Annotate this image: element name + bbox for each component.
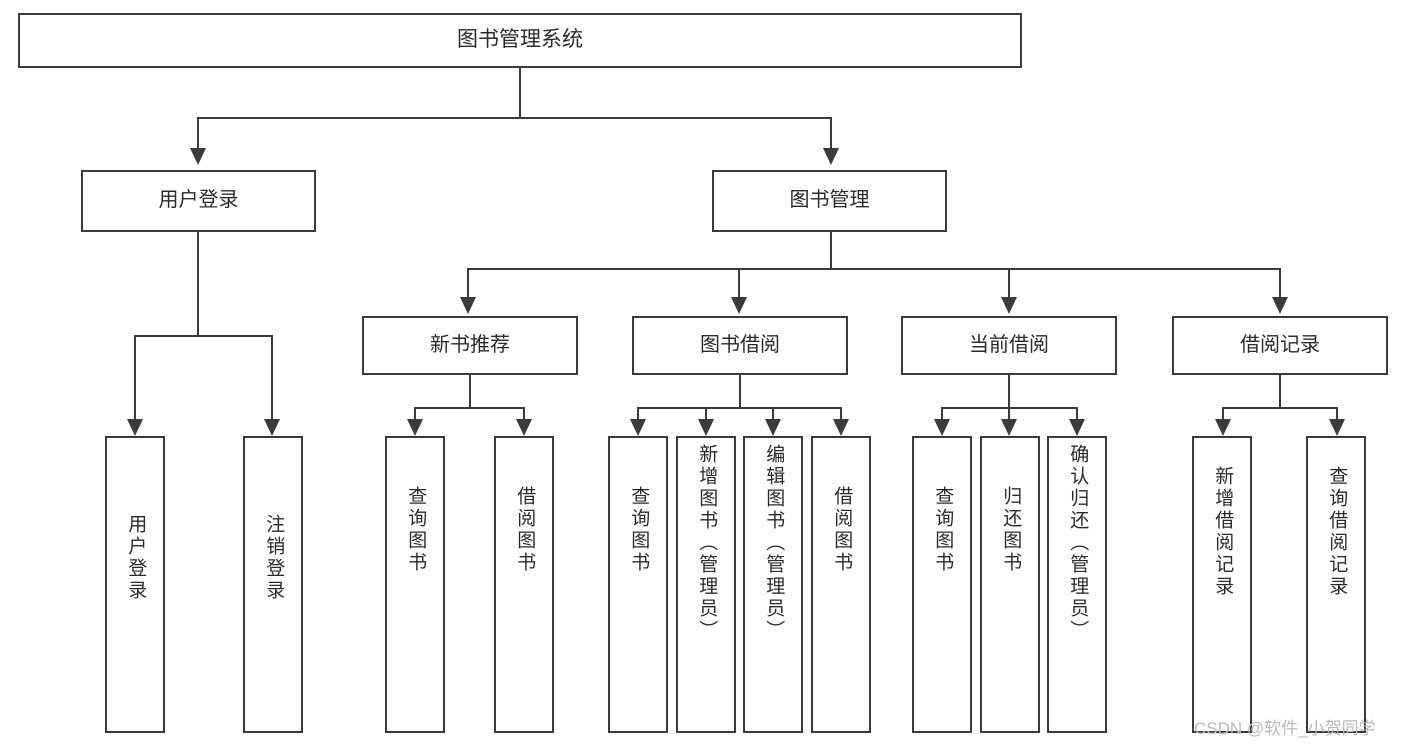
node-label: 归还图书 [1000,486,1022,574]
connector-user-login-bus [134,335,272,337]
connector-book-borrow-stem [739,375,741,408]
node-leaf-confirm-return[interactable]: 确认归还（管理员） [1047,436,1107,733]
connector-bm-to-book-borrow [738,268,740,298]
connector-cb-to-leaf-1 [941,407,943,420]
node-label: 新书推荐 [430,333,510,356]
connector-root-bus [197,117,832,119]
arrowhead-bm-to-borrow-record [1272,297,1288,314]
connector-cb-to-leaf-2 [1008,407,1010,420]
node-leaf-add-record[interactable]: 新增借阅记录 [1192,436,1252,733]
node-leaf-return-book[interactable]: 归还图书 [980,436,1040,733]
arrowhead-bb-to-leaf-1 [630,419,646,436]
node-leaf-add-book[interactable]: 新增图书（管理员） [676,436,736,733]
node-leaf-query-book-2[interactable]: 查询图书 [608,436,668,733]
node-label: 编辑图书（管理员） [763,444,785,642]
node-label: 查询图书 [405,486,427,574]
node-label: 借阅图书 [831,486,853,574]
connector-br-to-leaf-1 [1222,407,1224,420]
node-label: 确认归还（管理员） [1067,444,1089,642]
node-borrow-record[interactable]: 借阅记录 [1172,316,1388,375]
connector-cb-to-leaf-3 [1076,407,1078,420]
node-label: 用户登录 [158,189,239,212]
arrowhead-cb-to-leaf-1 [934,419,950,436]
node-leaf-user-login[interactable]: 用户登录 [105,436,165,733]
node-leaf-borrow-book-2[interactable]: 借阅图书 [811,436,871,733]
node-current-borrow[interactable]: 当前借阅 [901,316,1117,375]
arrowhead-root-to-book-management [823,148,839,165]
node-leaf-query-book-1[interactable]: 查询图书 [385,436,445,733]
connector-bb-to-leaf-1 [637,407,639,420]
connector-bb-to-leaf-3 [772,407,774,420]
node-label: 新增借阅记录 [1212,466,1234,598]
arrowhead-user-login-to-leaf-1 [127,419,143,436]
connector-user-login-to-leaf-2 [271,335,273,420]
connector-br-to-leaf-2 [1336,407,1338,420]
connector-borrow-record-stem [1279,375,1281,408]
connector-new-book-stem [469,375,471,408]
node-label: 图书借阅 [700,333,780,356]
connector-root-to-user-login [197,117,199,149]
arrowhead-bb-to-leaf-3 [765,419,781,436]
node-label: 注销登录 [263,514,285,602]
arrowhead-bb-to-leaf-4 [833,419,849,436]
arrowhead-cb-to-leaf-2 [1001,419,1017,436]
node-label: 查询图书 [628,486,650,574]
connector-new-book-to-leaf-1 [414,407,416,420]
arrowhead-br-to-leaf-2 [1329,419,1345,436]
node-leaf-query-record[interactable]: 查询借阅记录 [1306,436,1366,733]
node-leaf-query-book-3[interactable]: 查询图书 [912,436,972,733]
node-label: 借阅记录 [1240,333,1320,356]
node-label: 借阅图书 [514,486,536,574]
connector-bm-to-borrow-record [1279,268,1281,298]
connector-new-book-bus [414,407,524,409]
node-leaf-edit-book[interactable]: 编辑图书（管理员） [743,436,803,733]
arrowhead-cb-to-leaf-3 [1069,419,1085,436]
connector-book-management-stem [830,232,832,270]
connector-current-borrow-stem [1008,375,1010,408]
node-label: 当前借阅 [969,333,1049,356]
arrowhead-user-login-to-leaf-2 [264,419,280,436]
node-label: 新增图书（管理员） [696,444,718,642]
connector-borrow-record-bus [1222,407,1337,409]
connector-bm-to-new-book [467,268,469,298]
connector-bm-to-current-borrow [1008,268,1010,298]
node-leaf-logout-login[interactable]: 注销登录 [243,436,303,733]
node-label: 图书管理系统 [457,28,583,52]
node-leaf-borrow-book-1[interactable]: 借阅图书 [494,436,554,733]
node-new-book-recommend[interactable]: 新书推荐 [362,316,578,375]
connector-new-book-to-leaf-2 [523,407,525,420]
connector-bb-to-leaf-4 [840,407,842,420]
node-label: 用户登录 [125,514,147,602]
connector-root-stem [519,68,521,118]
node-book-borrow[interactable]: 图书借阅 [632,316,848,375]
connector-book-borrow-bus [637,407,841,409]
arrowhead-br-to-leaf-1 [1215,419,1231,436]
arrowhead-bm-to-current-borrow [1001,297,1017,314]
arrowhead-bm-to-new-book [460,297,476,314]
connector-bb-to-leaf-2 [705,407,707,420]
connector-user-login-to-leaf-1 [134,335,136,420]
connector-root-to-book-management [830,117,832,149]
connector-user-login-stem [197,232,199,336]
node-label: 查询借阅记录 [1326,466,1348,598]
node-book-management-system[interactable]: 图书管理系统 [18,13,1022,68]
node-user-login[interactable]: 用户登录 [81,170,316,232]
node-book-management[interactable]: 图书管理 [712,170,947,232]
arrowhead-new-book-to-leaf-2 [516,419,532,436]
connector-book-management-bus [467,268,1281,270]
node-label: 查询图书 [932,486,954,574]
arrowhead-bb-to-leaf-2 [698,419,714,436]
arrowhead-root-to-user-login [190,148,206,165]
arrowhead-new-book-to-leaf-1 [407,419,423,436]
node-label: 图书管理 [789,189,870,212]
arrowhead-bm-to-book-borrow [731,297,747,314]
